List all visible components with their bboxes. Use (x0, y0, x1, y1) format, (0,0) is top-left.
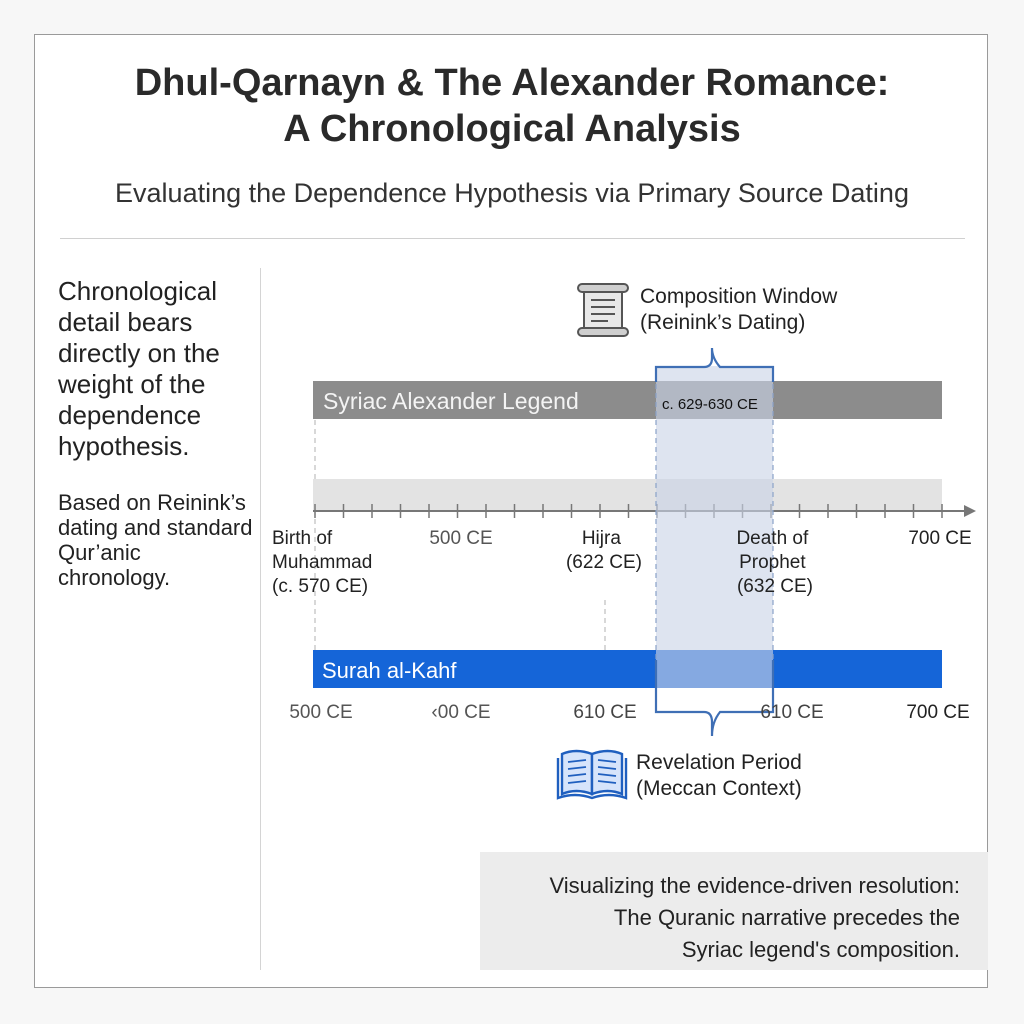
revelation-period-label: Revelation Period (Meccan Context) (636, 750, 802, 802)
sidebar-statement: Chronological detail bears directly on t… (58, 276, 220, 461)
upper-axis-label-birth-line-3: (c. 570 CE) (272, 576, 368, 597)
upper-axis-arrowhead (964, 505, 976, 517)
title-line-1: Dhul-Qarnayn & The Alexander Romance: (134, 62, 890, 104)
resolution-note-line-1: Visualizing the evidence-driven resoluti… (549, 873, 960, 898)
lower-axis-label-4: 610 CE (760, 702, 823, 723)
header-divider (60, 238, 965, 239)
syriac-bar-label: Syriac Alexander Legend (323, 388, 579, 414)
upper-axis-label-birth-line-1: Birth of (272, 528, 333, 549)
upper-axis-label-death-line-1: Death of (736, 528, 809, 549)
composition-window-label-line-1: Composition Window (640, 285, 838, 308)
lower-axis-label-5: 700 CE (906, 702, 969, 723)
lower-axis-label-2: ‹00 CE (431, 702, 490, 723)
upper-axis-label-death-line-2: Prophet (739, 552, 806, 573)
open-book-icon (556, 749, 628, 800)
syriac-legend-bar (313, 381, 942, 419)
revelation-period-label-line-2: (Meccan Context) (636, 777, 802, 800)
upper-axis-label-hijra-line-2: (622 CE) (566, 552, 642, 573)
composition-window-label: Composition Window (Reinink’s Dating) (640, 284, 837, 336)
upper-axis-label-birth: Birth of Muhammad (c. 570 CE) (272, 528, 378, 597)
title-line-2: A Chronological Analysis (283, 108, 741, 150)
revelation-period-label-line-1: Revelation Period (636, 751, 802, 774)
resolution-note: Visualizing the evidence-driven resoluti… (480, 852, 988, 970)
scroll-icon (577, 283, 629, 337)
upper-axis-band (313, 479, 942, 511)
composition-window-label-line-2: (Reinink’s Dating) (640, 311, 806, 334)
resolution-note-line-3: Syriac legend's composition. (681, 937, 960, 962)
lower-axis-label-3: 610 CE (573, 702, 636, 723)
lower-axis-label-1: 500 CE (289, 702, 352, 723)
upper-axis-label-500: 500 CE (429, 528, 492, 549)
page-subtitle: Evaluating the Dependence Hypothesis via… (115, 178, 909, 208)
upper-axis-label-death: Death of Prophet (632 CE) (736, 528, 813, 597)
surah-bar-label: Surah al-Kahf (322, 658, 457, 683)
surah-al-kahf-bar (313, 650, 942, 688)
upper-axis-label-hijra: Hijra (622 CE) (566, 528, 642, 573)
bottom-bracket (654, 660, 775, 737)
sidebar-source-note: Based on Reinink’s dating and standard Q… (58, 490, 253, 590)
upper-axis-label-birth-line-2: Muhammad (272, 552, 372, 573)
composition-window-overlay (656, 366, 773, 688)
sidebar-divider (260, 268, 261, 970)
resolution-note-line-2: The Quranic narrative precedes the (613, 905, 960, 930)
upper-axis-label-death-line-3: (632 CE) (737, 576, 813, 597)
upper-axis-label-700: 700 CE (908, 528, 971, 549)
upper-axis-label-hijra-line-1: Hijra (582, 528, 621, 549)
composition-range-label: c. 629-630 CE (662, 396, 758, 413)
page-title: Dhul-Qarnayn & The Alexander Romance: A … (0, 60, 1024, 152)
top-bracket (654, 347, 775, 382)
